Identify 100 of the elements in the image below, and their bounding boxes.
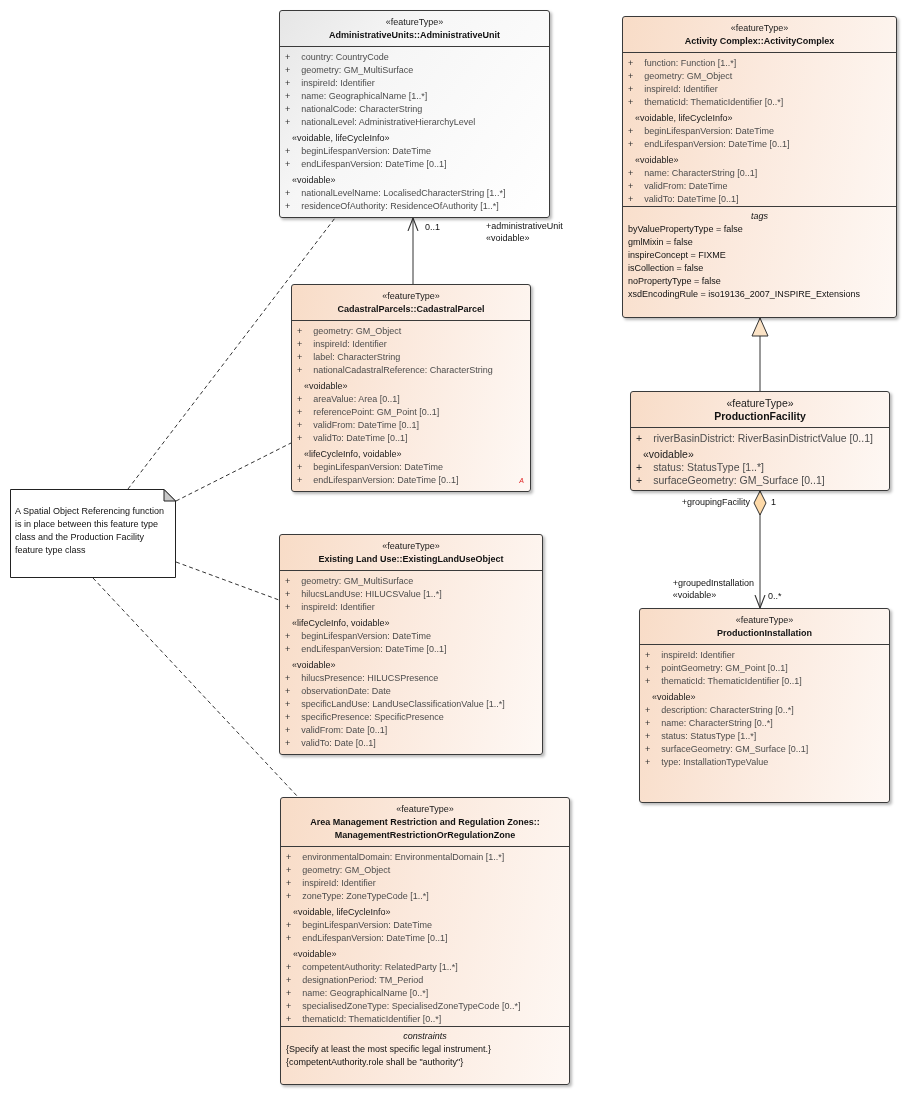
attribute: zoneType: ZoneTypeCode [1..*]	[302, 890, 429, 903]
uml-class	[639, 608, 890, 803]
class-name: Area Management Restriction and Regulation Zones:: ManagementRestrictionOrRegulationZone	[309, 816, 541, 842]
stereotype-label: «voidable»	[652, 691, 696, 704]
attribute: geometry: GM_Object	[644, 70, 733, 83]
visibility-marker: +	[285, 90, 291, 103]
visibility-marker: +	[285, 698, 291, 711]
class-name: AdministrativeUnits::AdministrativeUnit	[329, 29, 500, 42]
attribute: beginLifespanVersion: DateTime	[644, 125, 774, 138]
attribute: competentAuthority: RelatedParty [1..*]	[302, 961, 458, 974]
attribute: observationDate: Date	[301, 685, 391, 698]
attribute: label: CharacterString	[313, 351, 401, 364]
attribute: validFrom: DateTime	[644, 180, 728, 193]
attribute: areaValue: Area [0..1]	[313, 393, 400, 406]
attribute: inspireId: Identifier	[302, 877, 376, 890]
stereotype-label: «featureType»	[726, 397, 794, 410]
attribute: name: CharacterString [0..1]	[644, 167, 758, 180]
tagged-value: isCollection = false	[628, 262, 704, 275]
attribute: environmentalDomain: EnvironmentalDomain [1..*]	[302, 851, 505, 864]
visibility-marker: +	[645, 717, 651, 730]
role-label: +groupedInstallation «voidable»	[672, 577, 754, 601]
attribute: hilucsLandUse: HILUCSValue [1..*]	[301, 588, 442, 601]
visibility-marker: +	[286, 851, 292, 864]
visibility-marker: +	[285, 116, 291, 129]
visibility-marker: +	[645, 649, 651, 662]
attribute: nationalCadastralReference: CharacterString	[313, 364, 493, 377]
tagged-value: inspireConcept = FIXME	[628, 249, 726, 262]
uml-class	[280, 797, 570, 1085]
note-text: A Spatial Object Referencing function is in place between this feature type class and the Production Facility feature type class	[15, 505, 166, 557]
visibility-marker: +	[285, 685, 291, 698]
attribute: geometry: GM_MultiSurface	[301, 575, 414, 588]
visibility-marker: +	[645, 675, 651, 688]
visibility-marker: +	[297, 474, 303, 487]
attribute: validTo: DateTime [0..1]	[644, 193, 739, 206]
multiplicity-label: 0..1	[425, 221, 440, 233]
attribute: residenceOfAuthority: ResidenceOfAuthority [1..*]	[301, 200, 499, 213]
attribute: inspireId: Identifier	[313, 338, 387, 351]
constraint: {Specify at least the most specific legal instrument.}	[286, 1043, 492, 1056]
attribute: endLifespanVersion: DateTime [0..1]	[301, 643, 447, 656]
attribute: thematicId: ThematicIdentifier [0..1]	[661, 675, 802, 688]
visibility-marker: +	[628, 57, 634, 70]
attribute: validTo: DateTime [0..1]	[313, 432, 408, 445]
visibility-marker: +	[628, 180, 634, 193]
stereotype-label: «featureType»	[396, 803, 454, 816]
attribute: designationPeriod: TM_Period	[302, 974, 424, 987]
tagged-value: xsdEncodingRule = iso19136_2007_INSPIRE_Extensions	[628, 288, 860, 301]
attribute: inspireId: Identifier	[661, 649, 735, 662]
aggregation-arrow	[753, 490, 767, 609]
visibility-marker: +	[286, 1013, 292, 1026]
attribute: function: Function [1..*]	[644, 57, 737, 70]
attribute: validFrom: DateTime [0..1]	[313, 419, 419, 432]
visibility-marker: +	[297, 325, 303, 338]
attribute: specificLandUse: LandUseClassificationValue [1..*]	[301, 698, 505, 711]
attribute: nationalLevelName: LocalisedCharacterString [1..*]	[301, 187, 506, 200]
attribute: thematicId: ThematicIdentifier [0..*]	[302, 1013, 442, 1026]
visibility-marker: +	[285, 158, 291, 171]
attribute: geometry: GM_Object	[302, 864, 391, 877]
visibility-marker: +	[286, 877, 292, 890]
visibility-marker: +	[645, 704, 651, 717]
multiplicity-label: 1	[771, 496, 776, 508]
visibility-marker: +	[297, 393, 303, 406]
attribute: specificPresence: SpecificPresence	[301, 711, 444, 724]
attribute: endLifespanVersion: DateTime [0..1]	[302, 932, 448, 945]
class-name: ProductionInstallation	[717, 627, 812, 640]
visibility-marker: +	[285, 724, 291, 737]
visibility-marker: +	[297, 351, 303, 364]
visibility-marker: +	[628, 125, 634, 138]
visibility-marker: +	[636, 432, 643, 445]
stereotype-label: «featureType»	[735, 614, 794, 627]
visibility-marker: +	[285, 51, 291, 64]
visibility-marker: +	[645, 756, 651, 769]
visibility-marker: +	[628, 70, 634, 83]
attribute: beginLifespanVersion: DateTime	[313, 461, 443, 474]
visibility-marker: +	[285, 64, 291, 77]
visibility-marker: +	[286, 987, 292, 1000]
stereotype-label: «voidable»	[643, 448, 694, 461]
visibility-marker: +	[285, 601, 291, 614]
attribute: nationalLevel: AdministrativeHierarchyLevel	[301, 116, 476, 129]
visibility-marker: +	[286, 864, 292, 877]
visibility-marker: +	[297, 432, 303, 445]
stereotype-label: «featureType»	[382, 290, 440, 303]
uml-class	[622, 16, 897, 318]
visibility-marker: +	[628, 83, 634, 96]
attribute: hilucsPresence: HILUCSPresence	[301, 672, 439, 685]
attribute: nationalCode: CharacterString	[301, 103, 423, 116]
class-name: CadastralParcels::CadastralParcel	[337, 303, 485, 316]
compartment-title: constraints	[403, 1030, 447, 1043]
visibility-marker: +	[285, 575, 291, 588]
attribute: inspireId: Identifier	[644, 83, 718, 96]
multiplicity-label: 0..*	[768, 590, 782, 602]
attribute: beginLifespanVersion: DateTime	[301, 630, 431, 643]
role-label: +administrativeUnit «voidable»	[486, 220, 563, 244]
visibility-marker: +	[297, 419, 303, 432]
attribute: surfaceGeometry: GM_Surface [0..1]	[653, 474, 825, 487]
attribute: status: StatusType [1..*]	[661, 730, 757, 743]
class-name: Existing Land Use::ExistingLandUseObject	[318, 553, 504, 566]
stereotype-label: «voidable, lifeCycleInfo»	[292, 132, 390, 145]
stereotype-label: «featureType»	[382, 540, 440, 553]
attribute: specialisedZoneType: SpecialisedZoneTypeCode [0..*]	[302, 1000, 521, 1013]
note-link	[175, 442, 292, 502]
